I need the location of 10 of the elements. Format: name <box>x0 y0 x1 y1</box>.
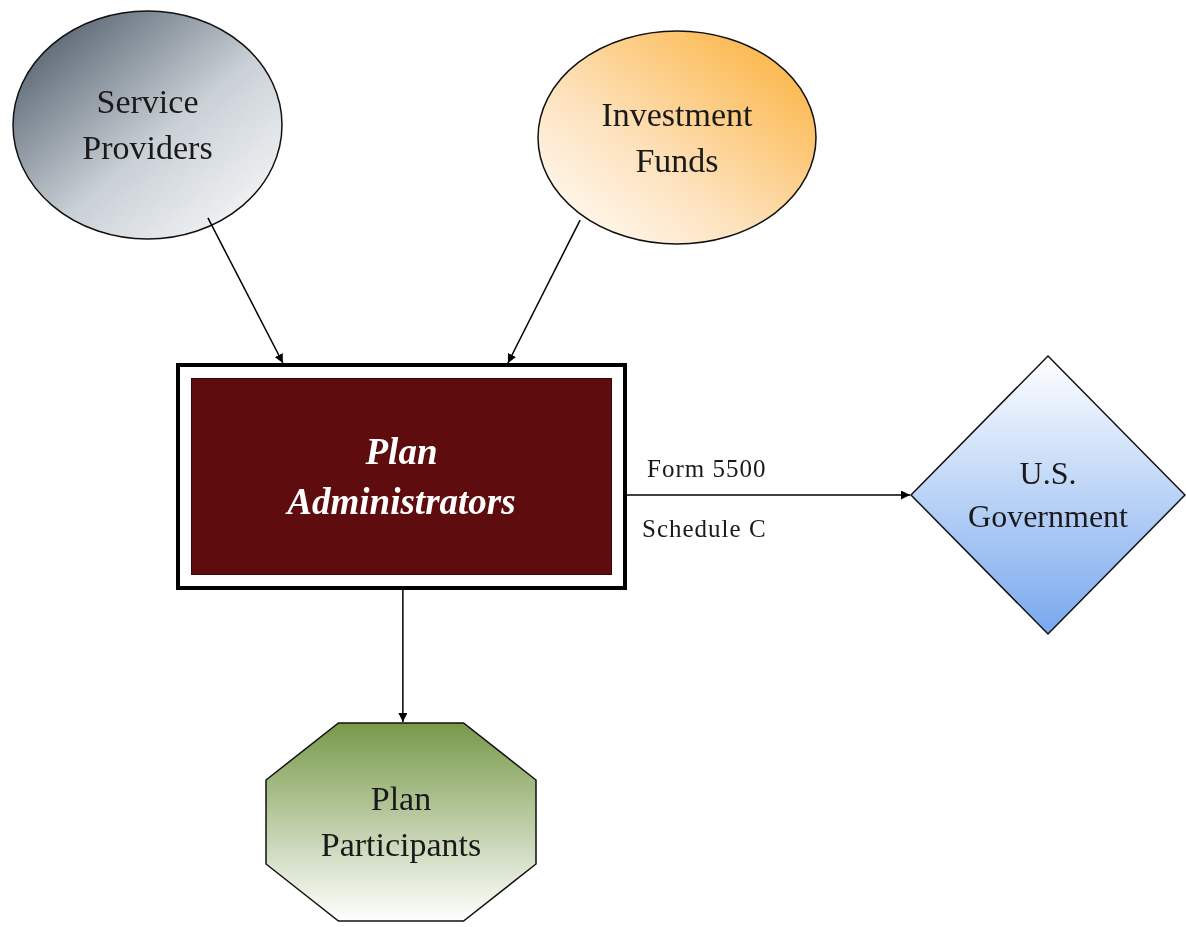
node-label: Plan Participants <box>319 779 483 865</box>
arrow <box>626 490 911 500</box>
process-box <box>176 363 627 590</box>
node-label: Service Providers <box>81 82 214 168</box>
arrow <box>398 589 408 723</box>
node-label: U.S. Government <box>967 453 1129 536</box>
arrow <box>207 217 284 364</box>
node-label: Plan Administrators <box>284 429 517 524</box>
node-label: Investment Funds <box>600 94 754 181</box>
arrow <box>507 219 581 364</box>
